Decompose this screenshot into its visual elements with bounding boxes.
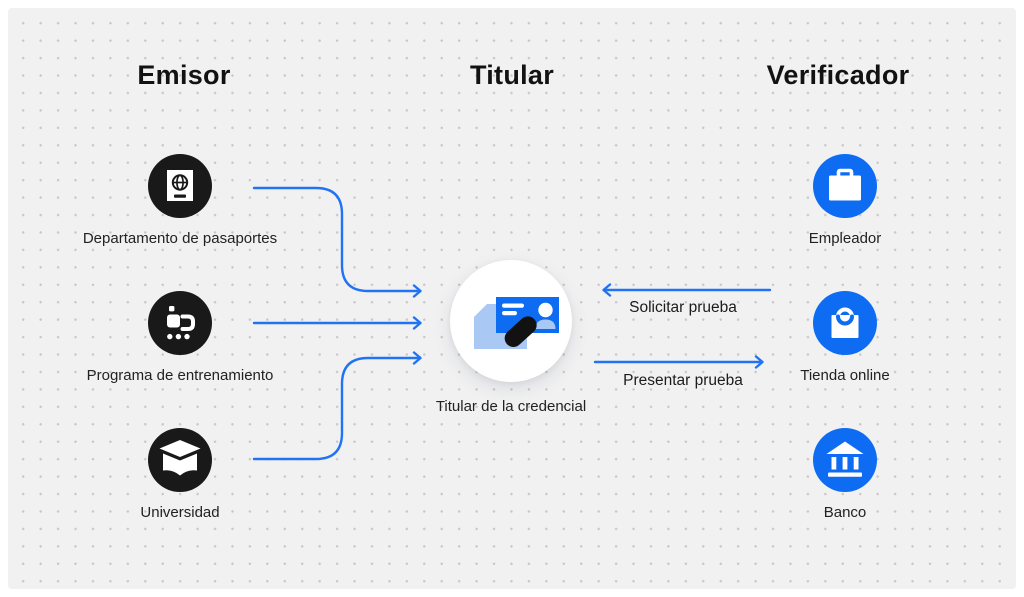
training-program-icon xyxy=(167,306,195,340)
verifier-node-employer: Empleador xyxy=(715,154,975,247)
issuer-label: Programa de entrenamiento xyxy=(86,367,274,384)
issuer-label: Departamento de pasaportes xyxy=(82,230,278,247)
issuer-node-training-program: Programa de entrenamiento xyxy=(50,291,310,384)
shopping-bag-icon xyxy=(831,307,859,338)
column-header-verificador: Verificador xyxy=(766,60,910,90)
column-header-titular: Titular xyxy=(469,60,555,90)
issuer-node-university: Universidad xyxy=(50,428,310,521)
verifier-node-online-store: Tienda online xyxy=(715,291,975,384)
briefcase-icon xyxy=(829,168,861,201)
issuer-label: Universidad xyxy=(140,504,220,521)
icon-circle xyxy=(148,428,212,492)
icon-circle xyxy=(813,428,877,492)
holder-label: Titular de la credencial xyxy=(435,398,587,415)
icon-circle xyxy=(148,291,212,355)
passport-icon xyxy=(167,170,193,201)
icon-circle xyxy=(813,291,877,355)
issuer-node-passport-department: Departamento de pasaportes xyxy=(50,154,310,247)
flow-label-request-proof: Solicitar prueba xyxy=(629,299,737,316)
verifier-label: Tienda online xyxy=(800,367,890,384)
verifier-label: Empleador xyxy=(808,230,882,247)
icon-circle xyxy=(813,154,877,218)
graduation-cap-icon xyxy=(159,440,201,476)
icon-circle xyxy=(148,154,212,218)
holder-node-credential: Titular de la credencial xyxy=(381,260,641,415)
icon-circle xyxy=(450,260,572,382)
bank-icon xyxy=(826,441,864,477)
flow-label-present-proof: Presentar prueba xyxy=(623,372,743,389)
verifier-node-bank: Banco xyxy=(715,428,975,521)
credential-card-icon xyxy=(474,297,559,349)
column-header-emisor: Emisor xyxy=(137,60,231,90)
verifier-label: Banco xyxy=(823,504,867,521)
